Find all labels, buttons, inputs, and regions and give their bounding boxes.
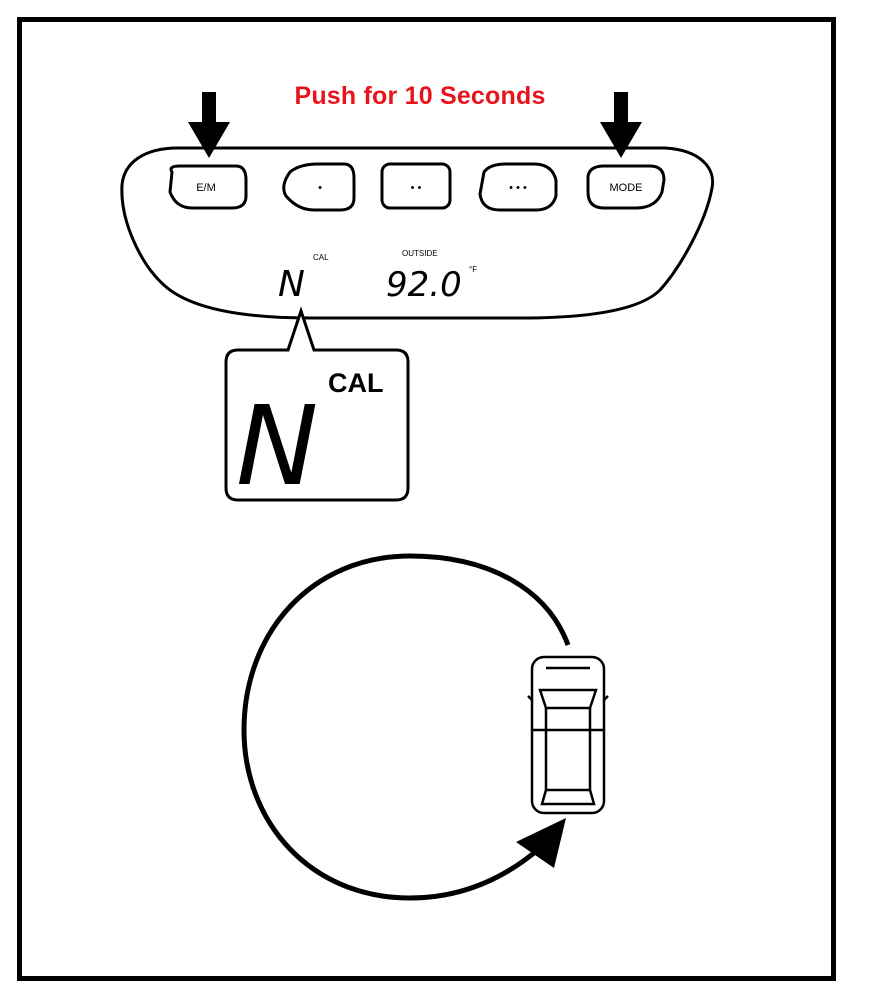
button-3-label: • • •: [509, 182, 527, 194]
callout-cal-indicator: CAL: [328, 368, 384, 398]
button-1-label: •: [318, 182, 322, 194]
callout-bubble: [224, 306, 410, 502]
overhead-console-outline: [120, 146, 715, 320]
button-mode[interactable]: MODE: [586, 164, 666, 210]
down-arrow-icon: [600, 92, 642, 158]
button-3[interactable]: • • •: [478, 162, 558, 212]
display-temperature-unit: °F: [469, 265, 477, 274]
button-2-label: • •: [411, 182, 422, 194]
button-mode-label: MODE: [610, 182, 643, 194]
button-em-label: E/M: [196, 182, 216, 194]
circle-path: [241, 553, 571, 901]
callout-compass-letter: N: [236, 382, 318, 510]
suv-top-view-icon: [527, 655, 609, 815]
button-1[interactable]: •: [282, 162, 356, 212]
arrowhead-icon: [516, 818, 566, 868]
display-cal-indicator: CAL: [313, 253, 329, 262]
down-arrow-icon: [188, 92, 230, 158]
display-temperature: 92.0: [386, 265, 462, 305]
display-outside-label: OUTSIDE: [402, 249, 438, 258]
display-compass-letter: N: [278, 264, 305, 305]
instruction-text: Push for 10 Seconds: [294, 82, 546, 110]
button-em[interactable]: E/M: [168, 164, 248, 210]
button-2[interactable]: • •: [380, 162, 452, 210]
